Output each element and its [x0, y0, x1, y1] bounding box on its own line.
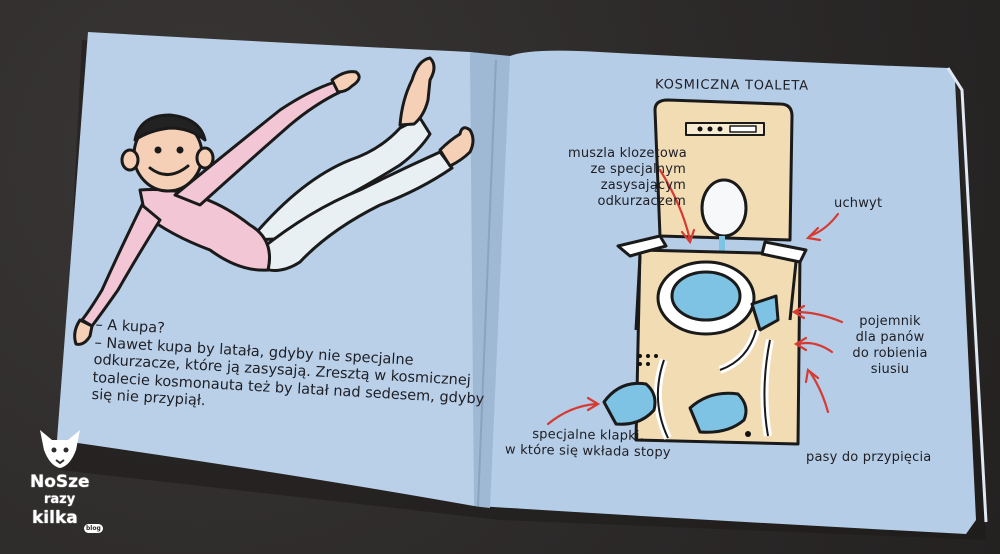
logo-badge: blog — [84, 524, 103, 533]
page-title: KOSMICZNA TOALETA — [654, 77, 809, 94]
label-container: pojemnik dla panów do robienia siusiu — [852, 314, 928, 377]
logo-line2: razy — [44, 492, 76, 507]
space-toilet-drawing — [602, 98, 808, 446]
label-bowl: muszla klozetowa ze specjalnym zasysając… — [568, 146, 687, 209]
watermark-logo: NoSze razy kilka blog — [22, 428, 103, 538]
label-handle: uchwyt — [834, 196, 883, 211]
label-slippers: specjalne klapki, w które się wkłada sto… — [504, 427, 671, 461]
logo-line1: NoSze — [30, 472, 90, 492]
logo-line3: kilka — [32, 508, 78, 528]
annotation-arrows — [546, 168, 844, 426]
wolf-head-icon — [40, 430, 80, 468]
label-straps: pasy do przypięcia — [806, 450, 932, 465]
floating-man-drawing — [73, 56, 475, 346]
